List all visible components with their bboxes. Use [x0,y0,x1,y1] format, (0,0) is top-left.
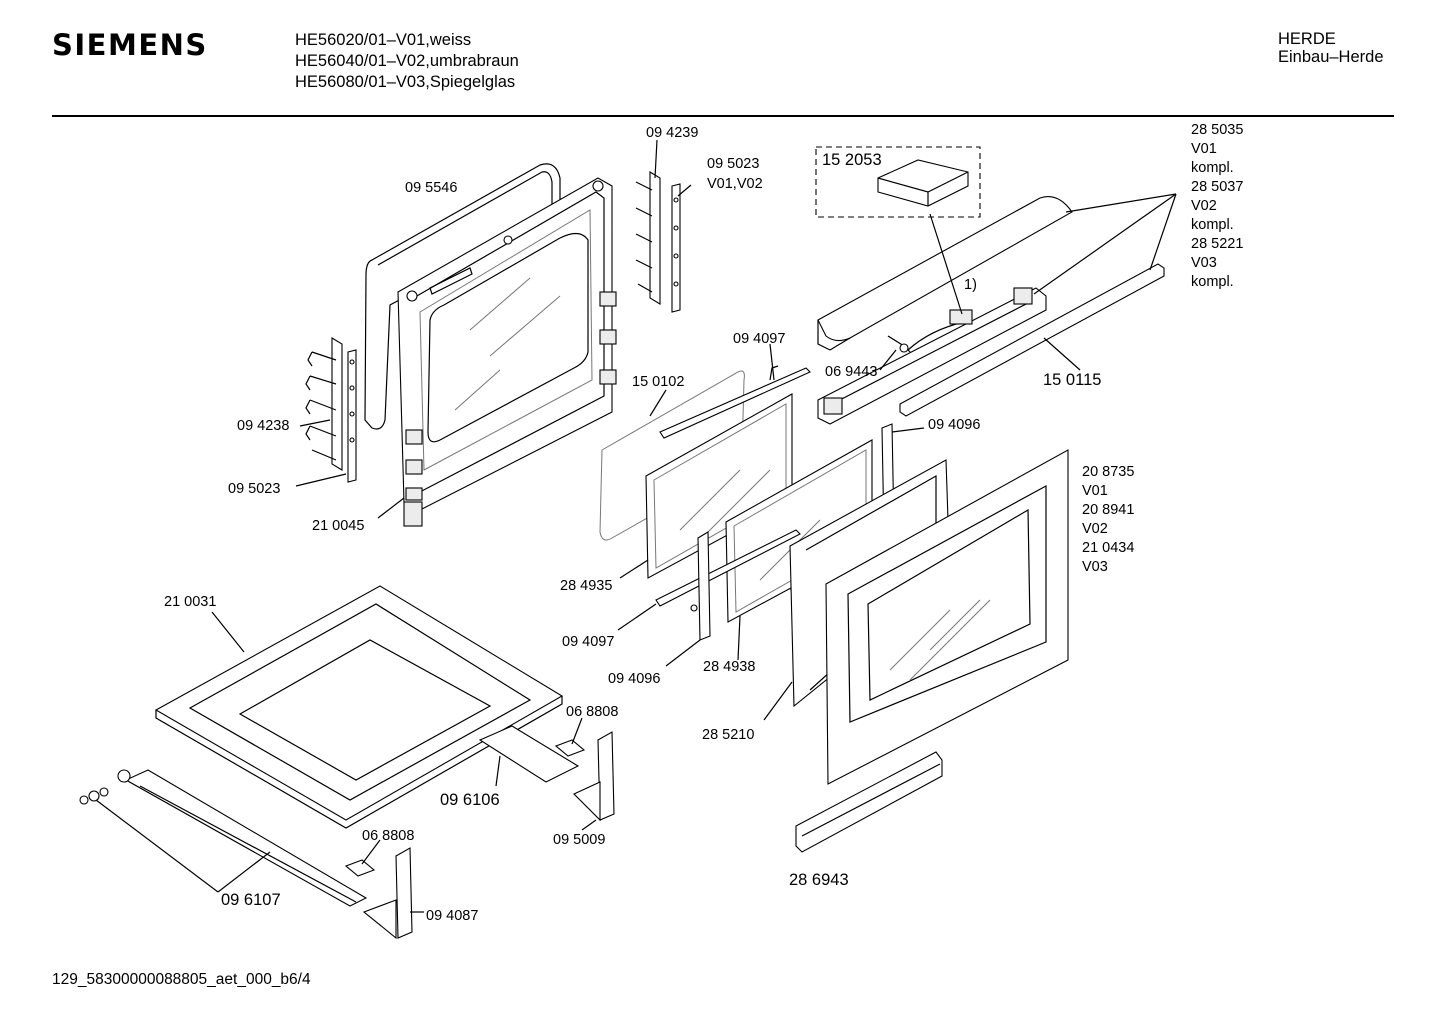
label-068808-top: 06 8808 [566,704,618,720]
strip-094096-left [690,531,711,641]
clip-068808-b [344,859,376,877]
hinge-bracket-094238 [305,337,343,471]
label-094238: 09 4238 [237,418,289,434]
label-210434: 21 0434 [1082,540,1134,556]
label-group-208735: 20 8735 V01 20 8941 V02 21 0434 V03 [1082,464,1134,575]
box-152053 [815,146,981,218]
bottom-trim-286943 [795,751,943,853]
header-divider [52,115,1394,117]
label-208735-v01: V01 [1082,483,1108,499]
model-line-1: HE56020/01–V01,weiss [295,31,472,49]
strip-094097-bottom [655,529,801,607]
side-rail-096107 [117,769,368,907]
label-210031: 21 0031 [164,594,216,610]
label-285035-kompl: kompl. [1191,160,1234,176]
label-095023-top: 09 5023 [707,156,759,172]
label-069443: 06 9443 [825,364,877,380]
hinge-strip-095023-right [671,183,681,313]
label-094097-top: 09 4097 [733,331,785,347]
label-285221: 28 5221 [1191,236,1243,252]
label-208735: 20 8735 [1082,464,1134,480]
model-line-3: HE56080/01–V03,Spiegelglas [295,73,516,91]
model-list: HE56020/01–V01,weiss HE56040/01–V02,umbr… [295,30,519,93]
part-152053 [877,159,969,207]
label-note-1: 1) [964,277,977,293]
label-285037-v02: V02 [1191,198,1217,214]
support-096106 [478,725,580,783]
label-286943: 28 6943 [789,871,849,889]
clip-068808-a [554,739,586,757]
label-094096-bottom: 09 4096 [608,671,660,687]
outer-door-208735 [825,449,1069,785]
label-208941-v02: V02 [1082,521,1108,537]
label-284935: 28 4935 [560,578,612,594]
label-285221-kompl: kompl. [1191,274,1234,290]
top-trim-285035 [817,196,1073,425]
label-208941: 20 8941 [1082,502,1134,518]
label-150102: 15 0102 [632,374,684,390]
label-285037-kompl: kompl. [1191,217,1234,233]
label-068808-bottom: 06 8808 [362,828,414,844]
sensor-069443 [887,335,911,353]
label-095023-variant: V01,V02 [707,176,763,192]
label-285035: 28 5035 [1191,122,1243,138]
label-094096-top: 09 4096 [928,417,980,433]
label-096106: 09 6106 [440,791,500,809]
label-285221-v03: V03 [1191,255,1217,271]
label-150115: 15 0115 [1043,371,1101,389]
model-line-2: HE56040/01–V02,umbrabraun [295,52,519,70]
appliance-category: HERDE Einbau–Herde [1278,30,1384,66]
label-094239: 09 4239 [646,125,698,141]
screws [79,787,109,805]
label-094097-bottom: 09 4097 [562,634,614,650]
label-095023-left: 09 5023 [228,481,280,497]
siemens-logo: SIEMENS [52,28,208,62]
category-line-1: HERDE [1278,30,1336,48]
label-285037: 28 5037 [1191,179,1243,195]
hinge-bracket-094239 [635,171,661,305]
label-096107: 09 6107 [221,891,281,909]
leader-lines [95,139,1177,913]
rail-150115 [899,263,1165,417]
strip-094097-top [659,365,811,439]
document-id: 129_58300000088805_aet_000_b6/4 [52,971,311,988]
category-line-2: Einbau–Herde [1278,48,1384,66]
label-210434-v03: V03 [1082,559,1108,575]
label-285210: 28 5210 [702,727,754,743]
label-094087: 09 4087 [426,908,478,924]
label-152053: 15 2053 [822,151,882,169]
bracket-094087 [362,847,413,940]
label-group-285035: 28 5035 V01 kompl. 28 5037 V02 kompl. 28… [1191,122,1243,290]
label-210045: 21 0045 [312,518,364,534]
muffle-frame-210045 [397,177,617,527]
label-285035-v01: V01 [1191,141,1217,157]
label-284938: 28 4938 [703,659,755,675]
label-095546: 09 5546 [405,180,457,196]
door-seal-095546 [364,163,561,430]
bottom-panel-210031 [154,585,564,829]
bracket-095009 [573,731,615,822]
label-095009: 09 5009 [553,832,605,848]
hinge-strip-095023-left [347,349,357,483]
